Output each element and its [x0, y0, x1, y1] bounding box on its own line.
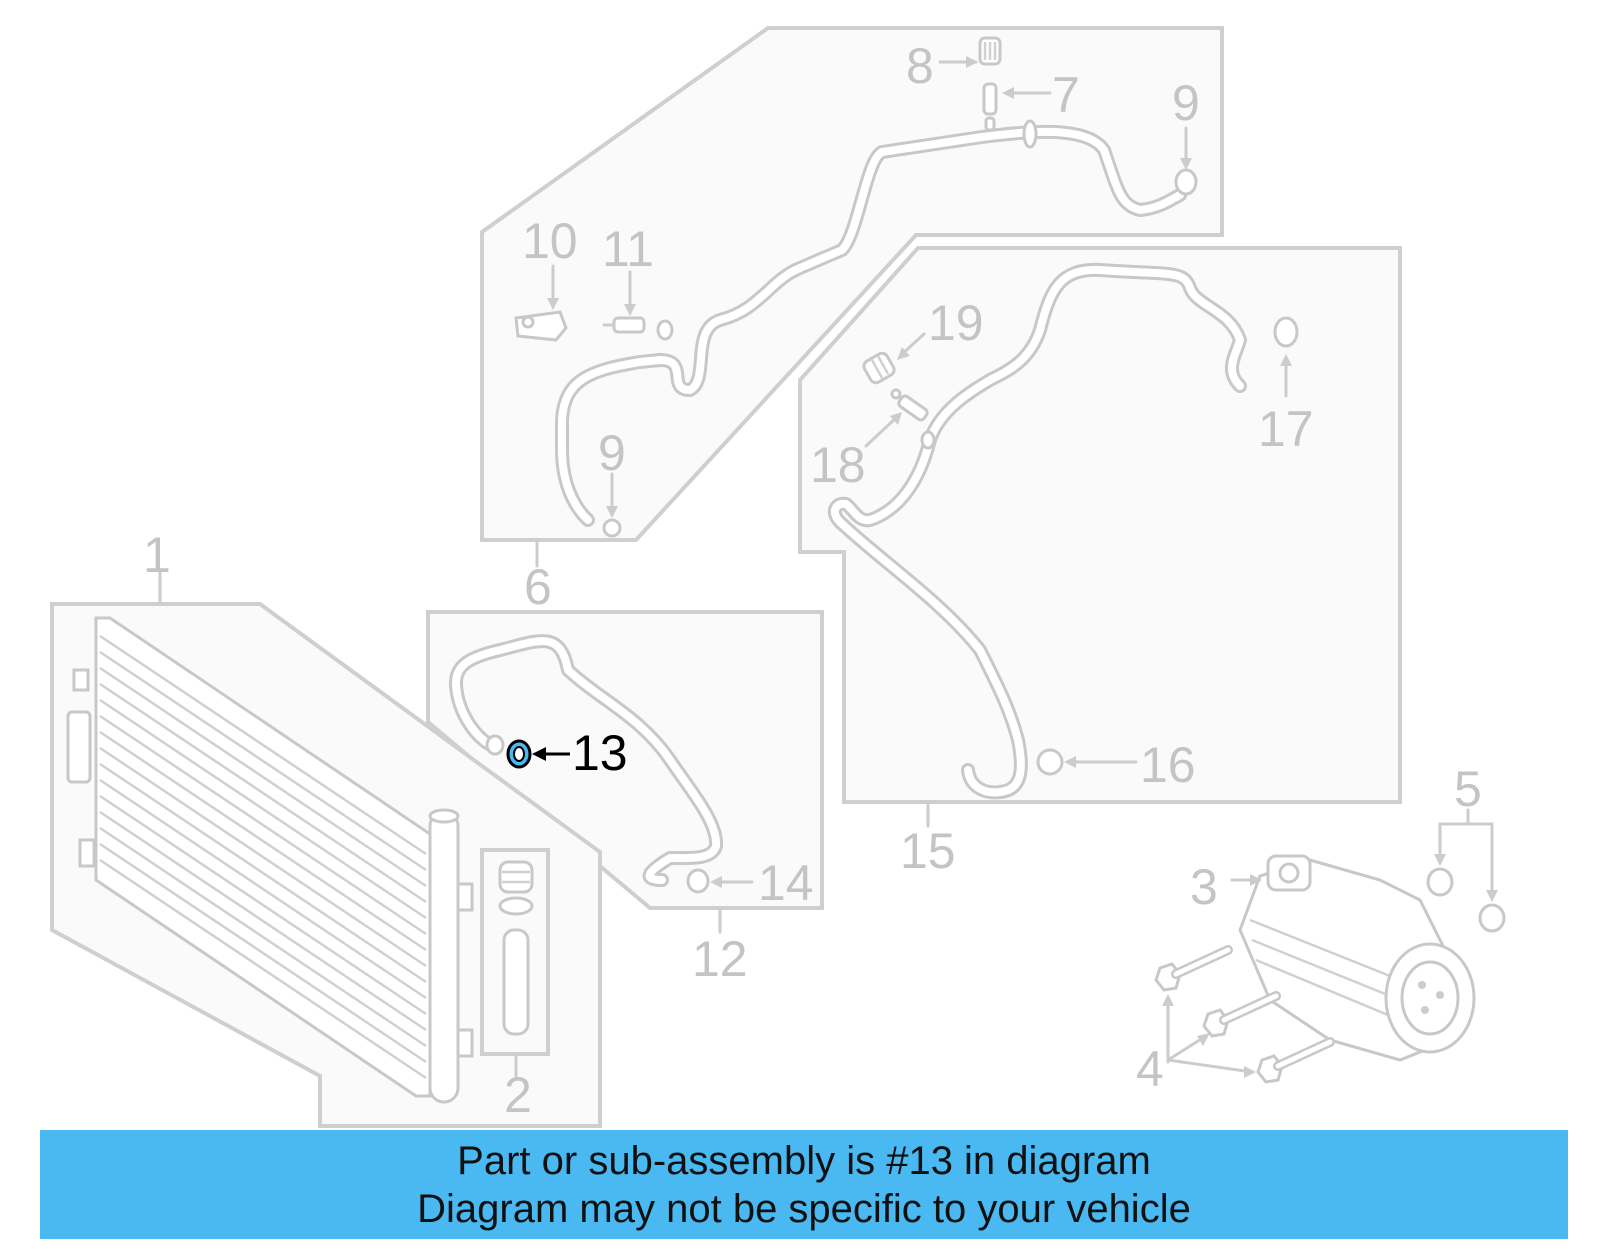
- callout-15: 15: [900, 823, 956, 879]
- callout-3: 3: [1190, 859, 1218, 915]
- condenser-receiver-tank: [428, 808, 474, 1104]
- drier-cartridge: [502, 928, 530, 1036]
- callout-10: 10: [522, 213, 578, 269]
- callout-17: 17: [1258, 401, 1314, 457]
- callout-11: 11: [602, 221, 654, 277]
- callout-12: 12: [692, 931, 748, 987]
- callout-18: 18: [810, 437, 866, 493]
- panel-1-condenser: [50, 570, 602, 1128]
- callout-9-upper: 9: [1172, 75, 1200, 131]
- panel-15-suction-line-group: [798, 246, 1402, 828]
- port-caps: [1426, 867, 1506, 933]
- service-port-cap-19: [862, 351, 896, 385]
- o-ring-9-lower: [602, 518, 622, 538]
- liquid-line-fitting: [485, 734, 505, 756]
- caption-line-2: Diagram may not be specific to your vehi…: [417, 1186, 1191, 1231]
- panel-15-leaders: [864, 332, 1292, 768]
- callout-1: 1: [143, 527, 171, 583]
- callout-14: 14: [758, 855, 814, 911]
- panel-12-liquid-line-group: [426, 610, 824, 934]
- panel-12-leaders: [532, 747, 754, 888]
- callout-8: 8: [906, 38, 934, 94]
- liquid-line-pipe: [449, 634, 724, 887]
- panel-2-drier-kit: [480, 848, 550, 1080]
- o-ring-9-upper: [1174, 168, 1198, 196]
- compressor-leaders: [1162, 808, 1498, 1078]
- charge-valve: [602, 316, 646, 334]
- panel-6-leaders: [547, 56, 1192, 518]
- condenser-core: [94, 616, 432, 1098]
- line-clamp-15: [920, 430, 936, 450]
- mounting-bolts: [1154, 945, 1335, 1084]
- callout-7: 7: [1052, 67, 1080, 123]
- callout-16: 16: [1140, 737, 1196, 793]
- suction-hose-pipe: [827, 262, 1247, 800]
- service-port-cap: [978, 36, 1002, 66]
- callout-2: 2: [504, 1067, 532, 1123]
- o-ring-11: [656, 319, 674, 341]
- o-ring-13-highlighted[interactable]: [506, 739, 532, 769]
- caption-banner: Part or sub-assembly is #13 in diagram D…: [40, 1130, 1568, 1239]
- service-valve-core: [982, 82, 998, 132]
- o-ring-14: [686, 868, 710, 894]
- discharge-hose-pipe: [555, 124, 1187, 527]
- caption-line-1: Part or sub-assembly is #13 in diagram: [457, 1138, 1151, 1183]
- service-valve-core-18: [890, 388, 929, 422]
- callout-4: 4: [1136, 1041, 1164, 1097]
- callout-19: 19: [928, 295, 984, 351]
- callout-9-lower: 9: [598, 425, 626, 481]
- callout-13-highlighted: 13: [572, 725, 628, 781]
- callout-5: 5: [1454, 761, 1482, 817]
- pressure-sensor: [514, 310, 568, 342]
- drier-o-ring: [498, 896, 534, 916]
- callout-labels: 1 2 3 4 5 6 7 8 9 9 10 11 12 13 14 15 16…: [143, 38, 1482, 1123]
- drier-plug: [498, 860, 534, 894]
- panel-6-discharge-line-group: [480, 26, 1224, 568]
- line-clamp: [1022, 119, 1038, 149]
- o-ring-17: [1273, 316, 1299, 348]
- o-ring-16: [1036, 748, 1064, 776]
- condenser-side-bracket: [66, 668, 96, 868]
- compressor-assembly: [1238, 854, 1476, 1062]
- callout-6: 6: [524, 559, 552, 615]
